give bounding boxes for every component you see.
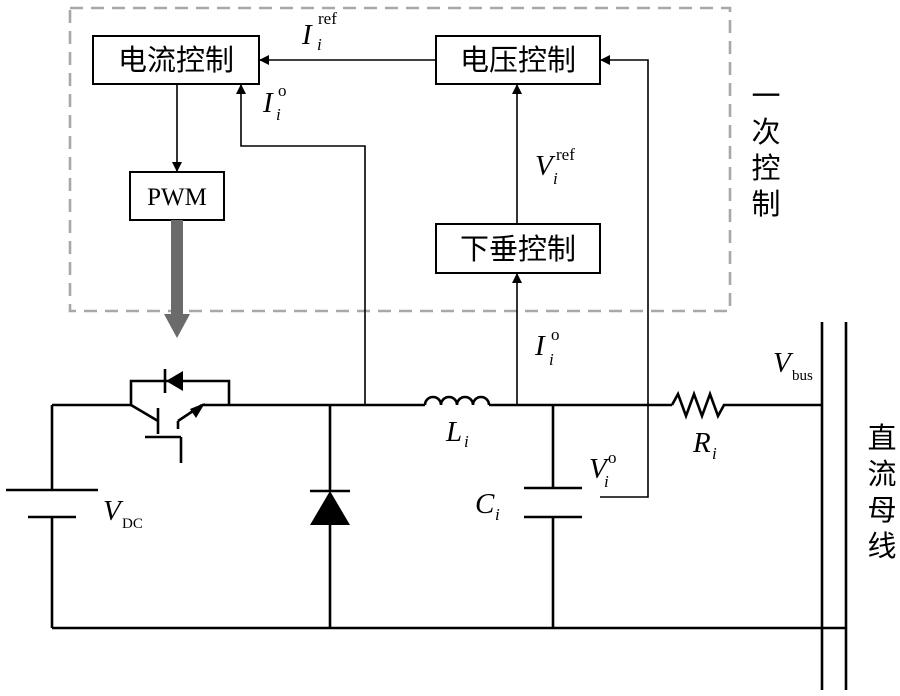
pwm-block: PWM <box>129 171 225 221</box>
svg-text:i: i <box>464 432 469 451</box>
switch-igbt <box>129 369 231 463</box>
primary-control-label: 一 次 控 制 <box>751 79 780 221</box>
capacitor <box>524 405 582 628</box>
droop-control-label: 下垂控制 <box>460 232 576 266</box>
voltage-control-block: 电压控制 <box>435 35 601 85</box>
svg-text:制: 制 <box>751 187 780 221</box>
svg-text:I: I <box>534 330 546 362</box>
svg-text:流: 流 <box>867 457 896 491</box>
svg-text:I: I <box>301 19 313 51</box>
svg-text:o: o <box>608 448 617 467</box>
svg-text:DC: DC <box>122 516 143 532</box>
svg-text:ref: ref <box>318 9 337 28</box>
vref-label: V ref i <box>535 145 575 188</box>
dc-bus-label: 直 流 母 线 <box>867 421 896 563</box>
svg-text:o: o <box>278 81 287 100</box>
svg-text:次: 次 <box>751 115 780 149</box>
current-control-block: 电流控制 <box>92 35 260 85</box>
dc-source <box>6 405 98 628</box>
svg-text:控: 控 <box>751 151 780 185</box>
primary-control-region <box>68 6 732 313</box>
vbus-label: V bus <box>773 347 813 384</box>
resistor-label: R i <box>692 427 717 463</box>
svg-text:母: 母 <box>867 493 896 527</box>
current-feedback-arrow <box>236 84 366 405</box>
vdc-label: V DC <box>103 495 143 532</box>
svg-text:V: V <box>773 347 794 379</box>
iref-label: I ref i <box>301 9 337 54</box>
svg-text:ref: ref <box>556 145 575 164</box>
freewheel-diode <box>310 405 350 628</box>
pwm-label: PWM <box>147 184 207 211</box>
svg-text:I: I <box>262 87 274 119</box>
svg-text:i: i <box>317 35 322 54</box>
svg-text:C: C <box>475 488 495 520</box>
inductor <box>423 395 491 406</box>
svg-text:i: i <box>549 350 554 369</box>
current-control-label: 电流控制 <box>118 43 234 77</box>
svg-text:bus: bus <box>792 368 813 384</box>
svg-text:V: V <box>589 453 610 485</box>
pwm-drive-arrow <box>164 220 190 338</box>
vo-label: V o i <box>589 448 617 491</box>
io-feedback-label: I o i <box>262 81 287 124</box>
svg-text:V: V <box>103 495 124 527</box>
resistor <box>670 390 730 420</box>
svg-text:i: i <box>276 105 281 124</box>
voltage-control-label: 电压控制 <box>460 43 576 77</box>
svg-text:L: L <box>445 416 462 448</box>
svg-text:一: 一 <box>751 79 780 113</box>
svg-text:V: V <box>535 150 556 182</box>
svg-text:i: i <box>712 444 717 463</box>
capacitor-label: C i <box>475 488 500 524</box>
svg-text:i: i <box>604 472 609 491</box>
inductor-label: L i <box>445 416 469 451</box>
droop-control-block: 下垂控制 <box>435 223 601 274</box>
voltage-feedback-arrow <box>600 55 649 498</box>
svg-text:i: i <box>495 505 500 524</box>
svg-text:i: i <box>553 169 558 188</box>
io-droop-label: I o i <box>534 325 560 369</box>
svg-text:线: 线 <box>867 529 896 563</box>
svg-text:R: R <box>692 427 711 459</box>
svg-text:直: 直 <box>867 421 896 455</box>
svg-text:o: o <box>551 325 560 344</box>
